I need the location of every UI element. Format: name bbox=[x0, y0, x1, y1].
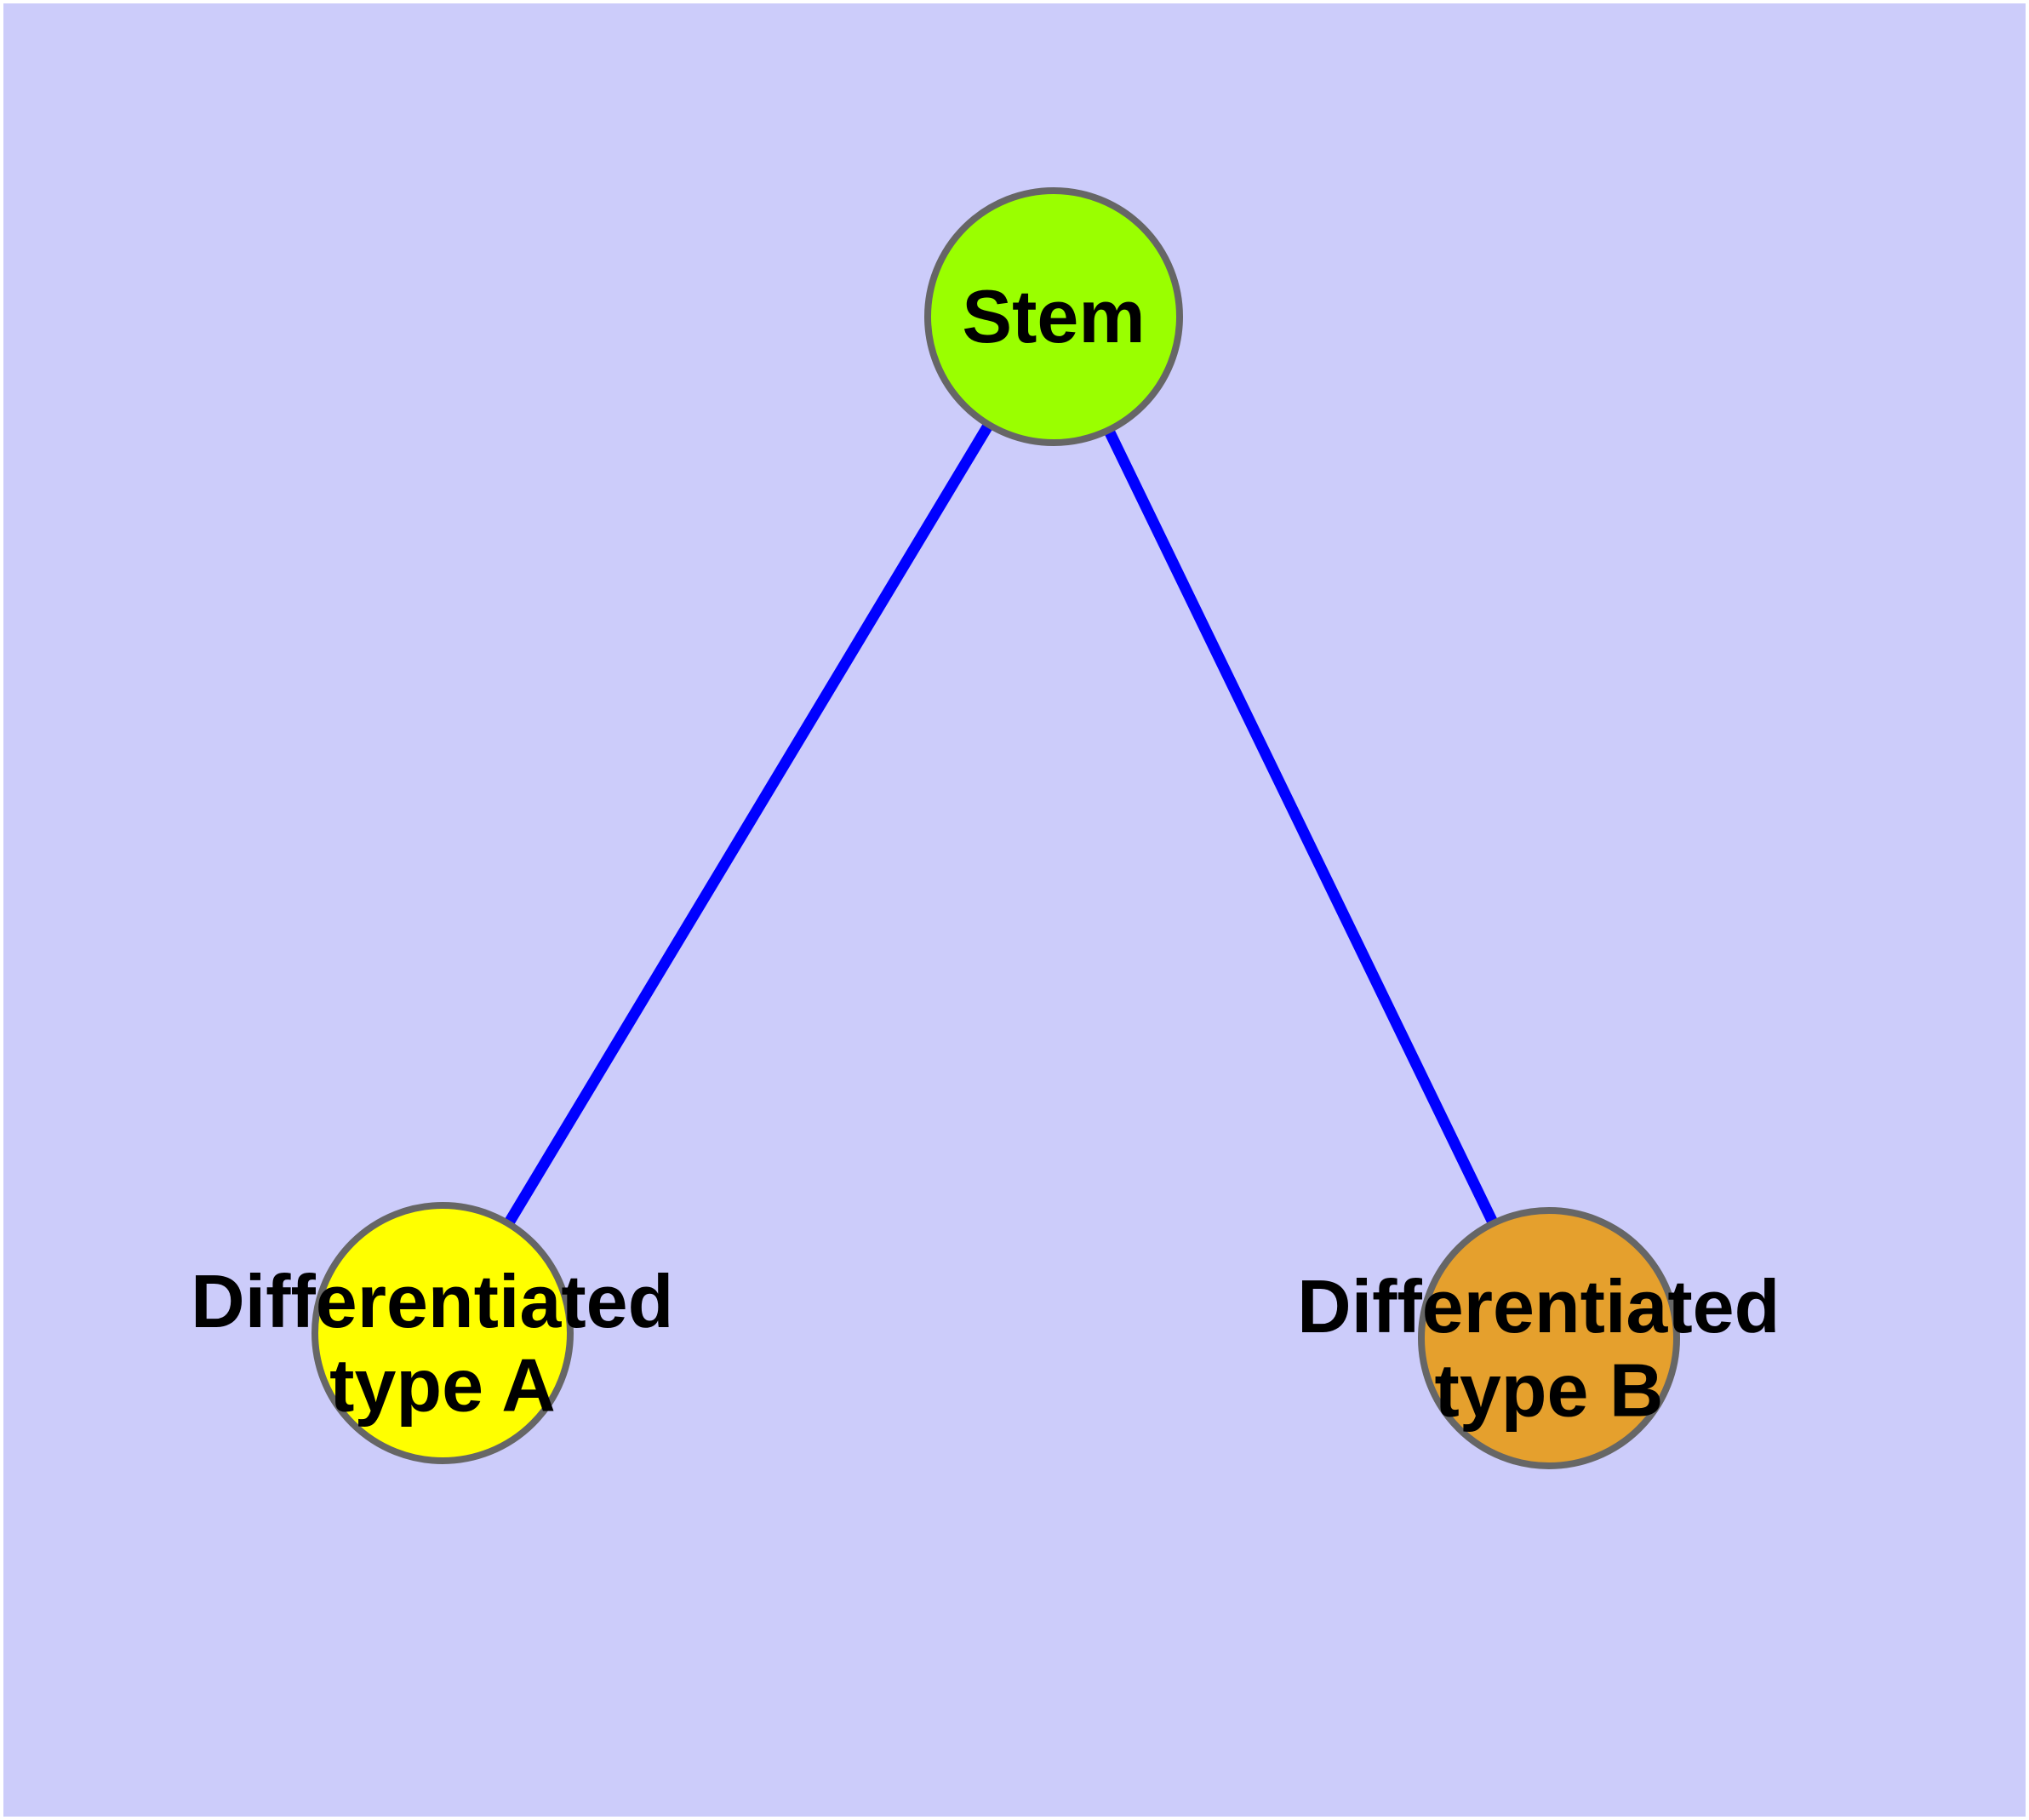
node-diff-b-label-line-2: type B bbox=[1435, 1348, 1664, 1433]
node-stem-label-line-1: Stem bbox=[962, 274, 1145, 358]
node-diff-a-label: Differentiated type A bbox=[191, 1259, 694, 1428]
node-diff-a-label-line-1: Differentiated bbox=[191, 1259, 673, 1343]
node-diff-b-label-line-1: Differentiated bbox=[1297, 1264, 1780, 1348]
node-diff-a-label-line-2: type A bbox=[329, 1343, 556, 1428]
node-diff-a-circle[interactable] bbox=[311, 1202, 574, 1464]
node-stem-circle[interactable] bbox=[924, 187, 1183, 446]
node-stem-label: Stem bbox=[962, 274, 1145, 358]
edges-layer bbox=[437, 313, 1554, 1341]
edge-stem-to-diff-b[interactable] bbox=[1049, 314, 1554, 1341]
edge-stem-to-diff-a[interactable] bbox=[437, 313, 1059, 1336]
nodes-layer: Stem Differentiated type A Differentiate… bbox=[191, 187, 1801, 1469]
node-diff-a[interactable]: Differentiated type A bbox=[191, 1202, 694, 1464]
node-diff-b[interactable]: Differentiated type B bbox=[1297, 1207, 1801, 1469]
node-diff-b-circle[interactable] bbox=[1418, 1207, 1680, 1469]
node-stem[interactable]: Stem bbox=[924, 187, 1183, 446]
node-diff-b-label: Differentiated type B bbox=[1297, 1264, 1801, 1433]
